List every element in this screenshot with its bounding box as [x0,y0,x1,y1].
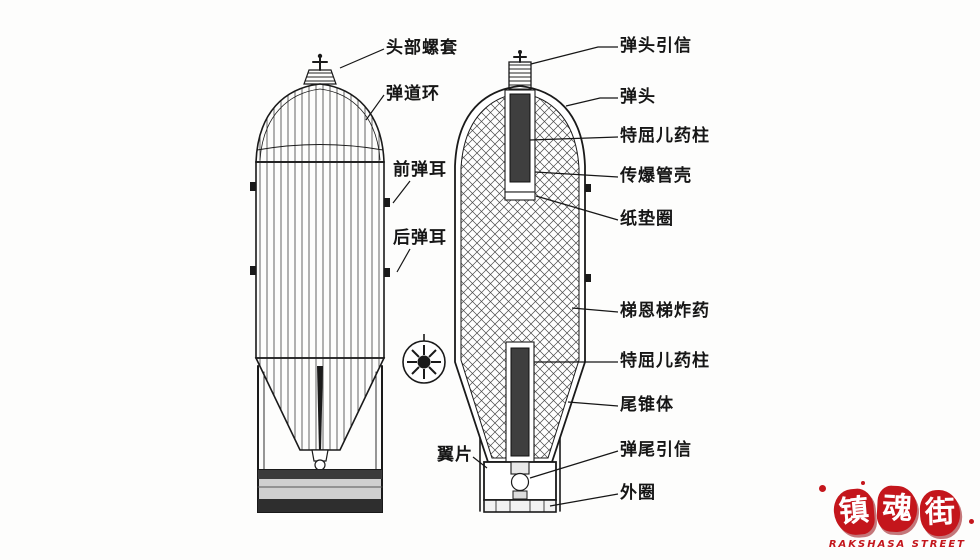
label-tail-cone: 尾锥体 [620,395,674,415]
label-ballistic-ring: 弹道环 [386,84,440,104]
leader-tail-cone [567,401,619,407]
label-head-screw-sleeve: 头部螺套 [386,38,458,58]
label-nose-fuze: 弹头引信 [620,36,692,56]
label-warhead: 弹头 [620,87,656,107]
leader-rear-lug [396,248,411,273]
rakshasa-street-logo: 镇 魂 街 RAKSHASA STREET [818,481,974,550]
leader-outer-ring [549,493,619,507]
label-fin-blade: 翼片 [437,445,473,465]
logo-subtitle: RAKSHASA STREET [828,539,966,550]
left-bomb-external-view [250,53,390,513]
label-booster-tube: 传爆管壳 [620,166,692,186]
leader-lines [339,46,619,507]
label-outer-ring: 外圈 [620,483,656,503]
leader-nose-fuze [530,46,618,65]
label-front-lug: 前弹耳 [393,160,447,180]
logo-char: 魂 [876,484,919,534]
leader-warhead [565,97,618,107]
label-rear-lug: 后弹耳 [393,228,447,248]
leader-tetryl-upper [529,136,619,141]
ink-splatter-dot [860,481,865,485]
leader-paper-gasket [535,195,619,221]
leader-booster-tube [534,171,619,178]
leader-front-lug [392,180,411,204]
leader-head-screw-sleeve [339,48,385,69]
ink-splatter-dot [818,485,826,492]
label-tetryl-charge-lower: 特屈儿药柱 [620,351,710,371]
logo-char: 镇 [832,487,877,537]
leader-tnt [571,307,619,313]
leader-fin-blade [472,456,488,469]
right-bomb-cutaway-view [454,50,591,513]
label-paper-gasket: 纸垫圈 [620,209,674,229]
logo-characters: 镇 魂 街 [818,481,974,537]
ink-splatter-dot [969,519,974,524]
leader-ballistic-ring [365,94,385,121]
leader-tail-fuze [529,450,619,479]
fin-cross-section [402,334,446,384]
label-tnt-explosive: 梯恩梯炸药 [620,301,710,321]
label-tetryl-charge-upper: 特屈儿药柱 [620,126,710,146]
logo-char: 街 [919,489,962,537]
label-tail-fuze: 弹尾引信 [620,440,692,460]
